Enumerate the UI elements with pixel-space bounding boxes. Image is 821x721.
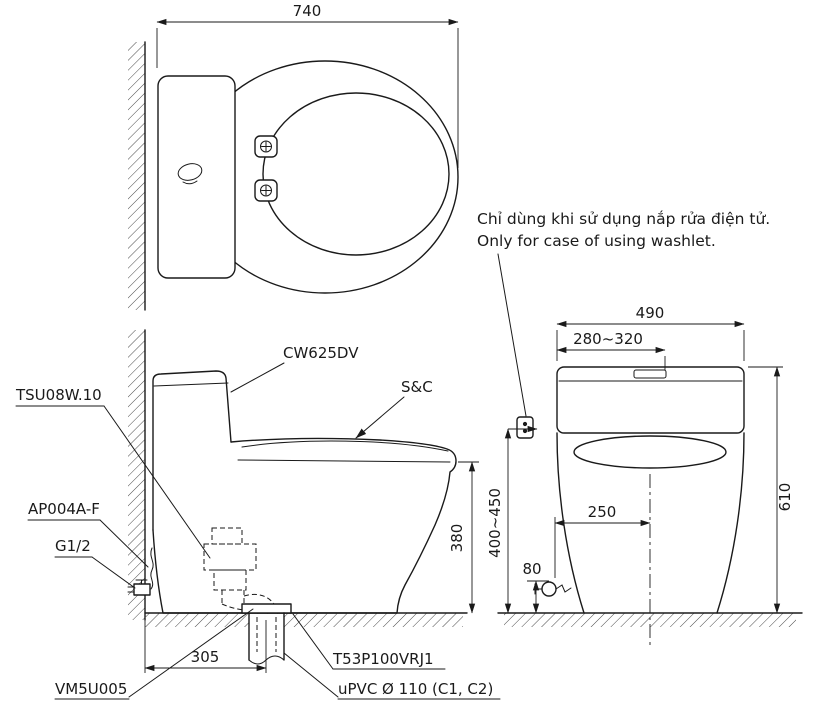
- dim-supply-range: 280~320: [556, 330, 666, 370]
- svg-text:AP004A-F: AP004A-F: [28, 500, 100, 518]
- wall-hatch-top: [128, 42, 145, 310]
- dim-rough-in-value: 305: [191, 648, 220, 666]
- seat-cover-line: [241, 440, 449, 452]
- flush-valve-hidden: [203, 527, 275, 612]
- dim-rough-in-305: 305: [144, 620, 267, 673]
- side-view: 380 305 CW625DV S&C TSU08W.10 AP004A-F: [15, 329, 501, 700]
- dim-height-610: 610: [748, 366, 794, 614]
- svg-text:uPVC Ø 110 (C1, C2): uPVC Ø 110 (C1, C2): [338, 680, 493, 698]
- dim-depth-value: 740: [293, 2, 322, 20]
- toilet-side-profile: [152, 370, 457, 614]
- label-flush-unit: TSU08W.10: [15, 386, 211, 559]
- tank-outline-top: [157, 75, 236, 279]
- svg-text:CW625DV: CW625DV: [283, 344, 359, 362]
- hinge-top-2: [254, 179, 278, 202]
- tank-front: [556, 366, 745, 434]
- wall-hatch-side: [128, 330, 145, 620]
- dim-height-value: 610: [776, 483, 794, 512]
- dim-valve-offset-value: 250: [588, 503, 617, 521]
- flush-button-icon: [177, 163, 203, 185]
- seat-front: [573, 435, 727, 469]
- front-view: Chỉ dùng khi sử dụng nắp rửa điện tử. On…: [477, 210, 803, 648]
- seat-lid-top: [262, 92, 450, 256]
- label-seat-cover: S&C: [355, 378, 433, 439]
- dim-rim-height-380: 380: [448, 461, 479, 614]
- floor-flange: [241, 603, 292, 614]
- label-drain-pipe: uPVC Ø 110 (C1, C2): [283, 652, 501, 700]
- dim-supply-range-value: 280~320: [573, 330, 643, 348]
- body-right-front: [716, 432, 745, 614]
- svg-text:S&C: S&C: [401, 378, 433, 396]
- label-valve-thread: G1/2: [54, 537, 136, 589]
- floor-hatch-front: [504, 613, 796, 627]
- dim-rim-height-value: 380: [448, 524, 466, 553]
- hinge-top-1: [254, 135, 278, 158]
- dim-valve-height-80: 80: [522, 560, 549, 614]
- svg-text:TSU08W.10: TSU08W.10: [15, 386, 102, 404]
- dim-width-value: 490: [636, 304, 665, 322]
- dim-valve-offset-250: 250: [554, 503, 651, 578]
- drain-pipe: [241, 603, 292, 665]
- label-supply-hose: AP004A-F: [27, 500, 149, 568]
- supply-hose: [150, 547, 154, 590]
- top-view: 740: [128, 2, 459, 311]
- tank-button-front: [633, 369, 667, 379]
- label-gasket: VM5U005: [54, 608, 254, 700]
- bowl-rim-line: [237, 459, 451, 463]
- note-vietnamese: Chỉ dùng khi sử dụng nắp rửa điện tử.: [477, 210, 770, 228]
- svg-text:T53P100VRJ1: T53P100VRJ1: [332, 650, 434, 668]
- floor-hatch-side: [145, 613, 463, 627]
- dim-washlet-height-value: 400~450: [486, 488, 504, 558]
- label-outlet-joint: T53P100VRJ1: [292, 613, 446, 670]
- svg-text:G1/2: G1/2: [55, 537, 91, 555]
- dim-valve-height-value: 80: [522, 560, 541, 578]
- label-model: CW625DV: [230, 344, 359, 393]
- svg-text:VM5U005: VM5U005: [55, 680, 127, 698]
- note-english: Only for case of using washlet.: [477, 232, 716, 250]
- washlet-supply-box: [516, 416, 534, 439]
- stop-valve-front: [534, 581, 572, 597]
- dim-washlet-height: 400~450: [486, 425, 538, 614]
- dim-width-490: 490: [556, 304, 745, 361]
- dim-depth-740: 740: [156, 2, 459, 168]
- note-leader-line: [497, 253, 527, 417]
